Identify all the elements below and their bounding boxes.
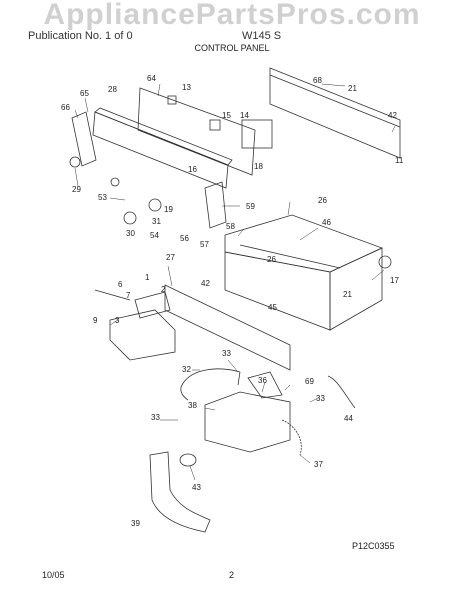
callout-46: 46 [322, 218, 331, 227]
callout-9: 9 [93, 316, 98, 325]
callout-44: 44 [344, 414, 353, 423]
callout-27: 27 [166, 253, 175, 262]
callout-15: 15 [222, 111, 231, 120]
back-panel-shape [269, 67, 401, 159]
callout-36: 36 [258, 376, 267, 385]
callout-45: 45 [268, 303, 277, 312]
callout-18: 18 [254, 162, 263, 171]
endcap-right-shape [204, 181, 227, 229]
callout-53: 53 [98, 193, 107, 202]
callout-69: 69 [305, 377, 314, 386]
frame-side-shape [329, 247, 383, 331]
watermark: AppliancePartsPros.com [43, 0, 421, 31]
timer-shape [241, 119, 273, 149]
control-panel-28-shape [92, 111, 229, 189]
callout-68: 68 [313, 76, 322, 85]
callout-59: 59 [246, 202, 255, 211]
callout-58: 58 [226, 222, 235, 231]
callout-28: 28 [108, 85, 117, 94]
callout-14: 14 [240, 111, 249, 120]
callout-21: 21 [348, 84, 357, 93]
footer-date: 10/05 [42, 570, 65, 580]
callout-30: 30 [126, 229, 135, 238]
callout-39: 39 [131, 519, 140, 528]
callout-16: 16 [188, 165, 197, 174]
callout-6: 6 [118, 280, 123, 289]
bellows-shape [149, 451, 211, 533]
callout-26: 26 [267, 255, 276, 264]
callout-64: 64 [147, 74, 156, 83]
callout-43: 43 [192, 483, 201, 492]
callout-33: 33 [151, 413, 160, 422]
hose-32-shape [180, 368, 241, 401]
footer-page-number: 2 [229, 570, 235, 580]
callout-29: 29 [72, 185, 81, 194]
frame-top-shape [224, 214, 384, 273]
callout-56: 56 [180, 234, 189, 243]
panel-27-shape [164, 284, 291, 371]
callout-1: 1 [145, 273, 150, 282]
callout-42: 42 [201, 279, 210, 288]
callout-65: 65 [80, 89, 89, 98]
callout-37: 37 [314, 460, 323, 469]
hose-44-shape [327, 375, 356, 409]
header-model: W145 S [242, 30, 282, 42]
callout-32: 32 [182, 365, 191, 374]
callout-31: 31 [152, 217, 161, 226]
clamp-shape [179, 453, 197, 467]
callout-26: 26 [318, 196, 327, 205]
callout-17: 17 [390, 276, 399, 285]
knob-29-shape [69, 156, 81, 168]
callout-42: 42 [388, 111, 397, 120]
callout-33: 33 [316, 394, 325, 403]
callout-19: 19 [164, 205, 173, 214]
frame-front-shape [224, 251, 331, 331]
dispenser-shape [109, 309, 176, 361]
callout-57: 57 [200, 240, 209, 249]
callout-66: 66 [61, 103, 70, 112]
callout-11: 11 [395, 156, 404, 165]
console-shape [137, 87, 256, 176]
callout-3: 3 [115, 316, 120, 325]
callout-21: 21 [343, 290, 352, 299]
callout-38: 38 [188, 401, 197, 410]
callout-54: 54 [150, 231, 159, 240]
tub-assembly-shape [204, 391, 291, 453]
callout-13: 13 [182, 83, 191, 92]
callout-2: 2 [161, 285, 166, 294]
section-title: CONTROL PANEL [194, 43, 270, 53]
callout-33: 33 [222, 349, 231, 358]
callout-7: 7 [126, 291, 131, 300]
header-publication: Publication No. 1 of 0 [28, 30, 133, 42]
endcap-left-shape [71, 111, 97, 167]
figure-code: P12C0355 [352, 541, 395, 551]
